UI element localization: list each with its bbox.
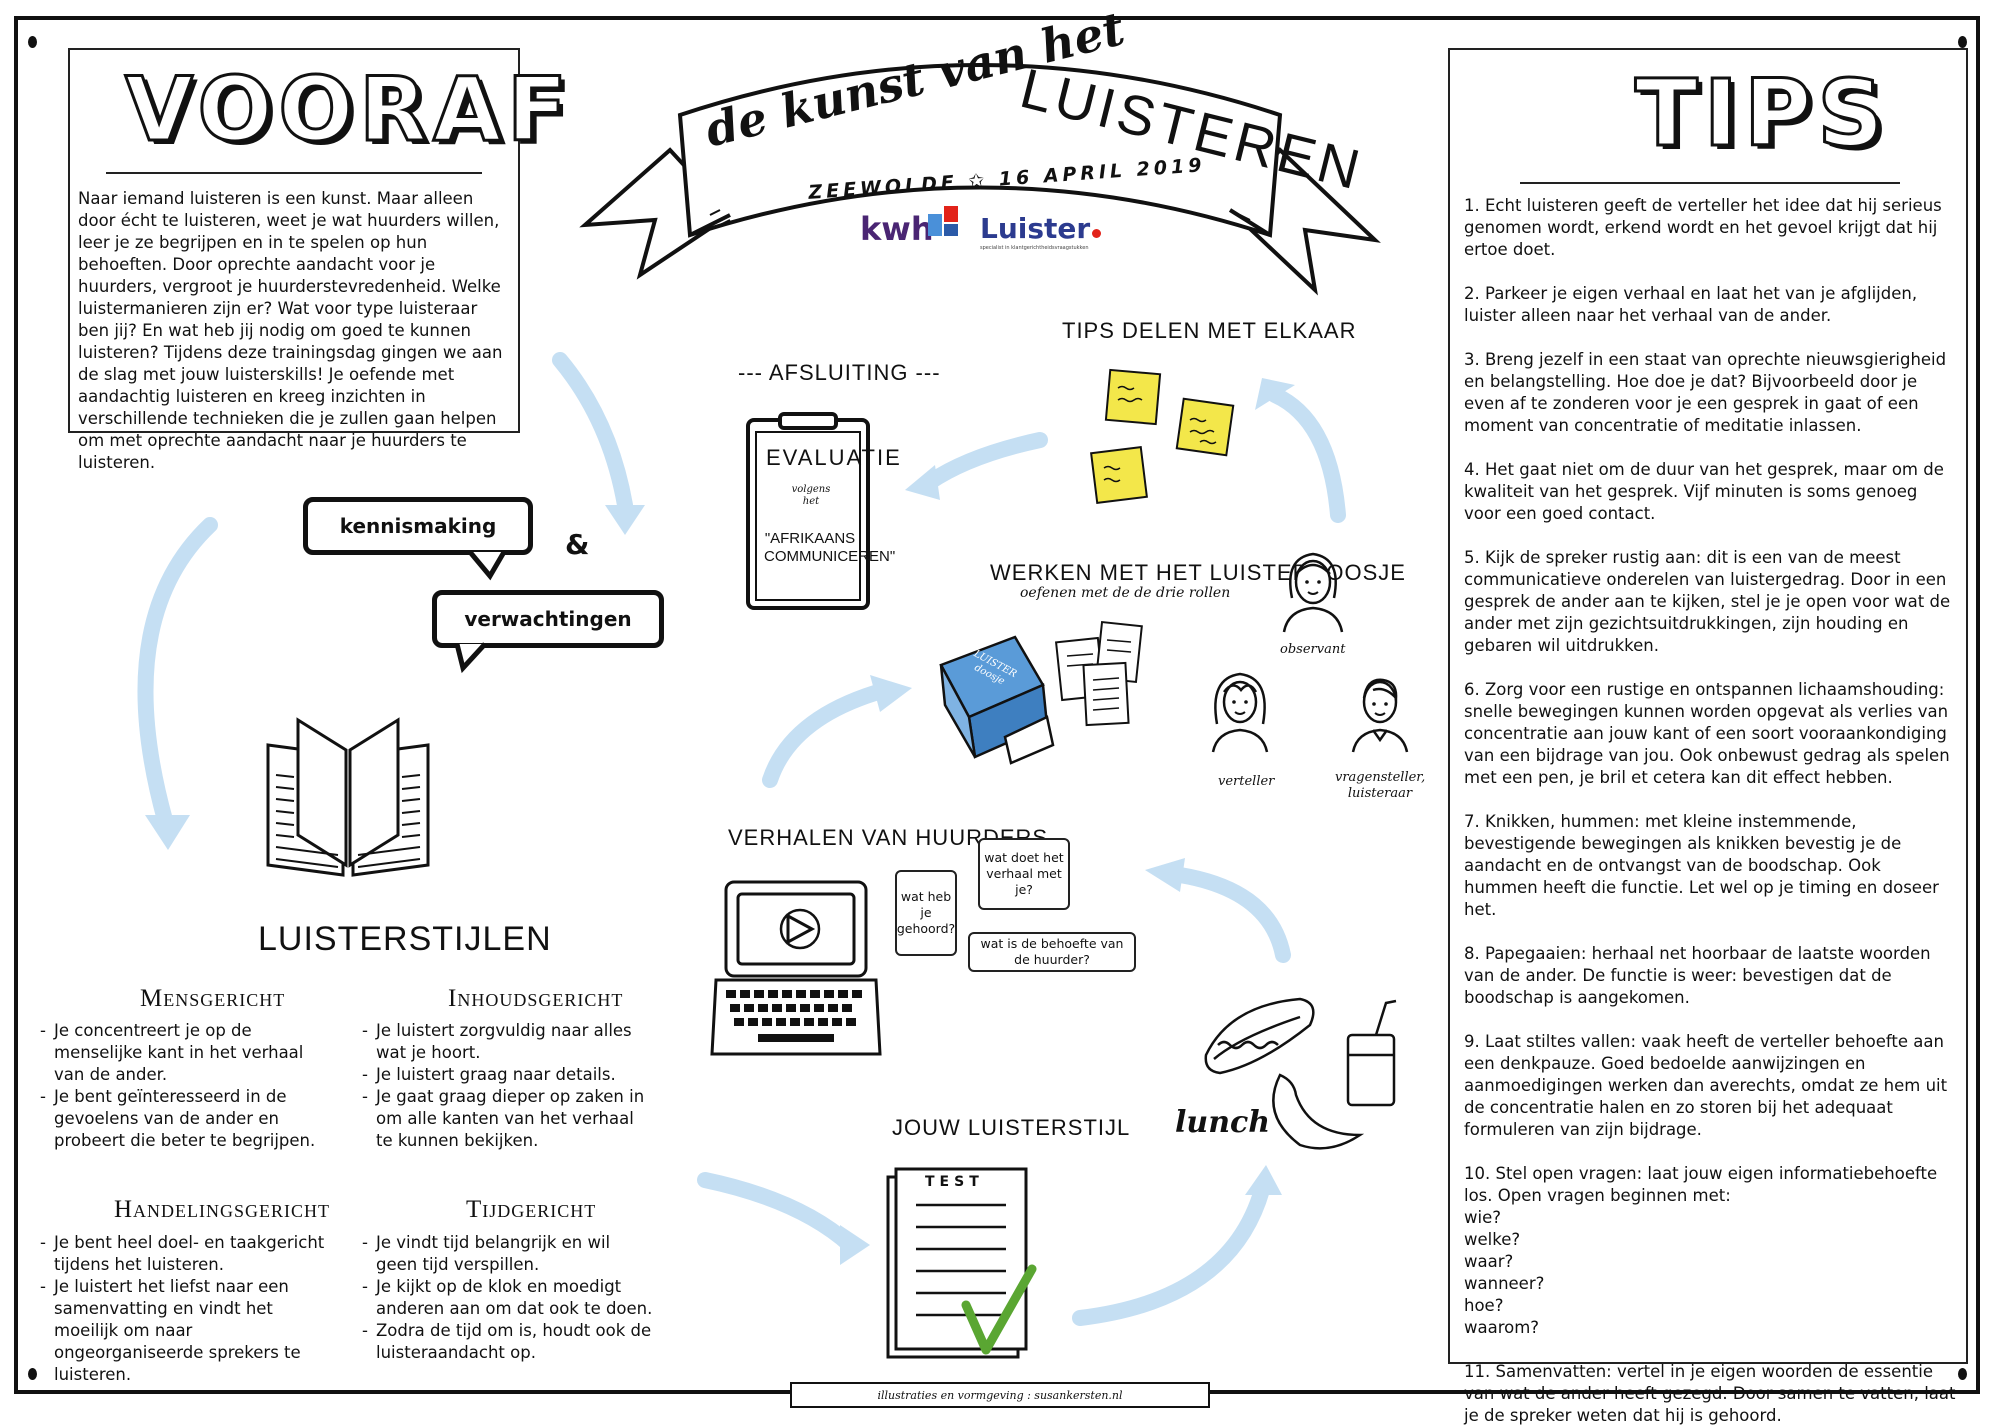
- bubble-kennismaking: kennismaking: [303, 497, 533, 555]
- corner-dot: [28, 36, 37, 48]
- tip-item: 9. Laat stiltes vallen: vaak heeft de ve…: [1464, 1032, 1948, 1139]
- open-question: hoe?: [1464, 1296, 1504, 1315]
- vooraf-text: Naar iemand luisteren is een kunst. Maar…: [78, 189, 503, 472]
- vooraf-title: VOORAF: [123, 57, 574, 163]
- style-item: Zodra de tijd om is, houdt ook de luiste…: [362, 1320, 654, 1364]
- tips-title: TIPS: [1634, 59, 1890, 169]
- corner-dot: [1958, 1368, 1967, 1380]
- kwh-mark-icon: [928, 206, 958, 236]
- clipboard-sub: volgens het: [791, 484, 831, 507]
- open-questions-list: wie? welke? waar? wanneer? hoe? waarom?: [1464, 1207, 1958, 1339]
- bubble-verwachtingen: verwachtingen: [432, 590, 664, 648]
- logo-luister-sub: specialist in klantgerichtheidsvraagstuk…: [980, 245, 1089, 251]
- open-question: waar?: [1464, 1252, 1514, 1271]
- style-item: Je luistert graag naar details.: [362, 1064, 654, 1086]
- clipboard-icon: [746, 412, 870, 610]
- question-bubble: wat doet het verhaal met je?: [978, 838, 1070, 910]
- lunch-food-icon: [1204, 997, 1397, 1150]
- open-question: wie?: [1464, 1208, 1501, 1227]
- style-heading-mensgericht: Mensgericht: [140, 985, 286, 1012]
- clipboard-title: EVALUATIE: [766, 445, 902, 470]
- open-question: wanneer?: [1464, 1274, 1545, 1293]
- style-list-mensgericht: Je concentreert je op de menselijke kant…: [40, 1020, 330, 1152]
- person-vragensteller-icon: [1351, 678, 1409, 753]
- style-heading-handelingsgericht: Handelingsgericht: [114, 1196, 331, 1223]
- clipboard-quote: "AFRIKAANS COMMUNICEREN": [764, 530, 896, 565]
- logo-kwh: kwh: [860, 206, 958, 248]
- logo-luister-text: Luister: [980, 212, 1091, 245]
- sticky-notes-icon: [1090, 368, 1235, 504]
- luisterdoosje-subtitle: oefenen met de de drie rollen: [1020, 585, 1231, 601]
- jouw-stijl-title: JOUW LUISTERSTIJL: [892, 1115, 1131, 1140]
- afsluiting-title: --- AFSLUITING ---: [738, 360, 941, 385]
- tips-delen-title: TIPS DELEN MET ELKAAR: [1062, 318, 1357, 343]
- style-item: Je gaat graag dieper op zaken in om alle…: [362, 1086, 654, 1152]
- tip-item: 1. Echt luisteren geeft de verteller het…: [1464, 196, 1942, 259]
- footer-credit: illustraties en vormgeving : susankerste…: [790, 1382, 1210, 1408]
- banner-ribbon: [579, 63, 1381, 296]
- role-vragensteller: vragensteller, luisteraar: [1335, 770, 1426, 801]
- lunch-label: lunch: [1175, 1105, 1271, 1140]
- ampersand: &: [565, 528, 590, 561]
- role-verteller: verteller: [1218, 774, 1275, 789]
- tip-item: 10. Stel open vragen: laat jouw eigen in…: [1464, 1164, 1938, 1205]
- question-bubble: wat is de behoefte van de huurder?: [968, 932, 1136, 972]
- style-item: Je luistert zorgvuldig naar alles wat je…: [362, 1020, 654, 1064]
- open-question: welke?: [1464, 1230, 1521, 1249]
- footer-credit-text: illustraties en vormgeving : susankerste…: [877, 1388, 1123, 1402]
- test-label: TEST: [925, 1174, 984, 1190]
- logo-luister: Luister specialist in klantgerichtheidsv…: [980, 212, 1102, 251]
- laptop-video-icon: [710, 880, 882, 1056]
- person-verteller-icon: [1211, 672, 1269, 753]
- tips-rule: [1520, 182, 1900, 184]
- open-question: waarom?: [1464, 1318, 1540, 1337]
- bubble-tail: [454, 642, 487, 674]
- listening-box-icon: [939, 635, 1055, 765]
- test-paper-icon: [886, 1167, 1037, 1359]
- corner-dot: [1958, 36, 1967, 48]
- style-list-handelingsgericht: Je bent heel doel- en taakgericht tijden…: [40, 1232, 330, 1386]
- luisterstijlen-title: LUISTERSTIJLEN: [258, 920, 552, 958]
- papers-icon: [1054, 620, 1143, 727]
- vooraf-box: VOORAF Naar iemand luisteren is een kuns…: [68, 48, 569, 472]
- style-heading-inhoudsgericht: Inhoudsgericht: [448, 985, 624, 1012]
- style-item: Je concentreert je op de menselijke kant…: [40, 1020, 330, 1086]
- style-item: Je bent geïnteresseerd in de gevoelens v…: [40, 1086, 330, 1152]
- style-list-inhoudsgericht: Je luistert zorgvuldig naar alles wat je…: [362, 1020, 654, 1152]
- tip-item: 7. Knikken, hummen: met kleine instemmen…: [1464, 812, 1939, 919]
- open-book-icon: [266, 717, 430, 877]
- style-item: Je luistert het liefst naar een samenvat…: [40, 1276, 330, 1386]
- style-heading-tijdgericht: Tijdgericht: [466, 1196, 597, 1223]
- vooraf-rule: [106, 172, 482, 174]
- person-observant-icon: [1282, 552, 1344, 633]
- role-observant: observant: [1280, 642, 1346, 657]
- luister-dot-icon: [1092, 229, 1102, 238]
- tips-box: TIPS 1. Echt luisteren geeft de vertelle…: [1448, 48, 1968, 1425]
- style-item: Je bent heel doel- en taakgericht tijden…: [40, 1232, 330, 1276]
- bubble-tail: [468, 550, 507, 581]
- tip-item: 5. Kijk de spreker rustig aan: dit is ee…: [1464, 548, 1951, 655]
- tip-item: 3. Breng jezelf in een staat van oprecht…: [1464, 350, 1947, 435]
- tip-item: 6. Zorg voor een rustige en ontspannen l…: [1464, 680, 1950, 787]
- logo-kwh-text: kwh: [860, 210, 934, 248]
- style-item: Je vindt tijd belangrijk en wil geen tij…: [362, 1232, 654, 1276]
- tip-item: 8. Papegaaien: herhaal net hoorbaar de l…: [1464, 944, 1931, 1007]
- question-bubble: wat heb je gehoord?: [895, 870, 957, 956]
- tips-list: 1. Echt luisteren geeft de verteller het…: [1464, 195, 1958, 1427]
- tip-item: 2. Parkeer je eigen verhaal en laat het …: [1464, 284, 1918, 325]
- style-item: Je kijkt op de klok en moedigt anderen a…: [362, 1276, 654, 1320]
- style-list-tijdgericht: Je vindt tijd belangrijk en wil geen tij…: [362, 1232, 654, 1364]
- corner-dot: [28, 1368, 37, 1380]
- tip-item: 4. Het gaat niet om de duur van het gesp…: [1464, 460, 1944, 523]
